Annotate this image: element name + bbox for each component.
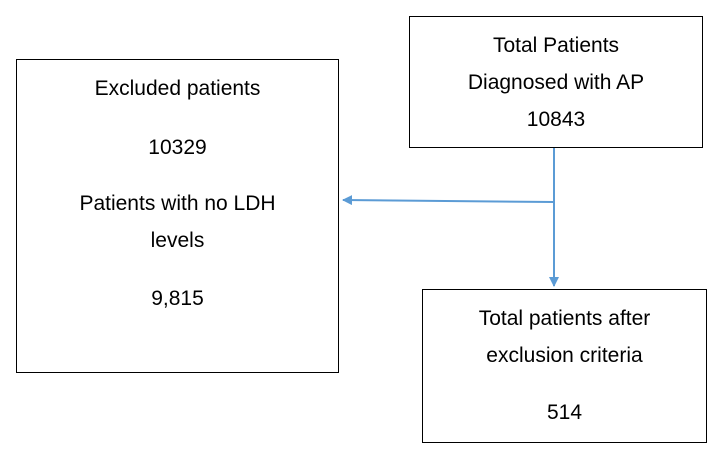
total-patients-subtitle: Diagnosed with AP bbox=[467, 71, 645, 94]
after-exclusion-title-line2: exclusion criteria bbox=[486, 344, 643, 367]
excluded-patients-title: Excluded patients bbox=[94, 77, 261, 100]
no-ldh-label-line2: levels bbox=[150, 229, 205, 252]
excluded-patients-count: 10329 bbox=[148, 136, 207, 159]
after-exclusion-count: 514 bbox=[546, 401, 583, 424]
total-patients-title: Total Patients bbox=[492, 34, 620, 57]
excluded-patients-box: Excluded patients 10329 Patients with no… bbox=[16, 59, 339, 373]
arrow-to-excluded bbox=[342, 195, 555, 206]
after-exclusion-title-line1: Total patients after bbox=[478, 307, 651, 330]
after-exclusion-box: Total patients after exclusion criteria … bbox=[422, 289, 707, 443]
no-ldh-count: 9,815 bbox=[151, 287, 204, 310]
total-patients-count: 10843 bbox=[526, 108, 586, 131]
no-ldh-label-line1: Patients with no LDH bbox=[79, 192, 276, 215]
total-patients-box: Total Patients Diagnosed with AP 10843 bbox=[409, 16, 703, 148]
